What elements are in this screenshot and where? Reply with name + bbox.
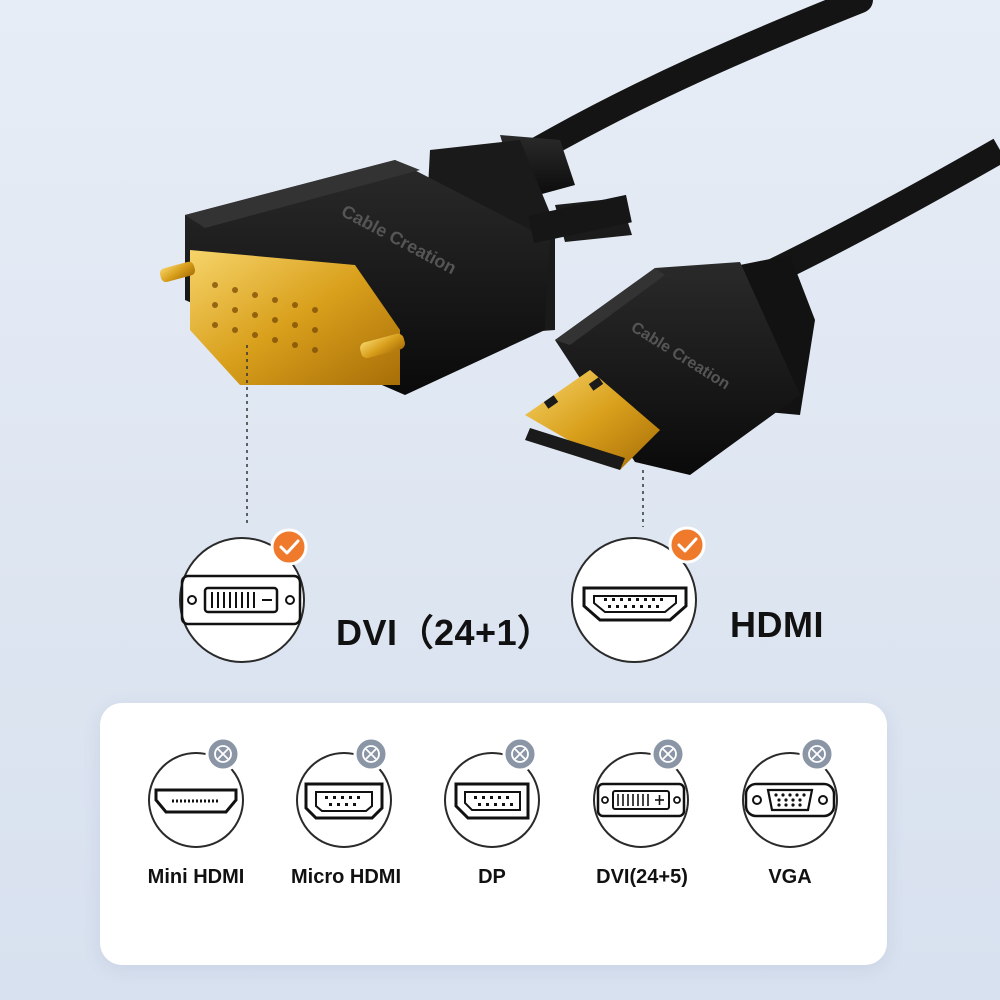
cross-icon <box>353 736 389 772</box>
cross-icon <box>205 736 241 772</box>
dvi-connector: Cable Creation <box>159 135 632 395</box>
cross-icon <box>650 736 686 772</box>
mini-hdmi-port-icon <box>148 752 244 848</box>
hdmi-connector: Cable Creation <box>525 255 815 475</box>
hdmi-port-icon <box>571 537 697 663</box>
micro-hdmi-label: Micro HDMI <box>291 866 401 888</box>
dp-label: DP <box>478 866 506 888</box>
displayport-icon <box>444 752 540 848</box>
vga-port-icon <box>742 752 838 848</box>
vga-label: VGA <box>768 866 812 888</box>
cross-icon <box>799 736 835 772</box>
cross-icon <box>502 736 538 772</box>
dvi-24-1-label: DVI（24+1） <box>336 612 554 653</box>
dvi-24-5-label: DVI(24+5) <box>596 866 688 888</box>
hdmi-label: HDMI <box>730 604 824 645</box>
mini-hdmi-label: Mini HDMI <box>147 866 245 888</box>
dvi-24-1-port-icon <box>179 537 305 663</box>
micro-hdmi-port-icon <box>296 752 392 848</box>
dvi-24-5-port-icon <box>593 752 689 848</box>
check-icon <box>270 528 308 566</box>
check-icon <box>668 526 706 564</box>
